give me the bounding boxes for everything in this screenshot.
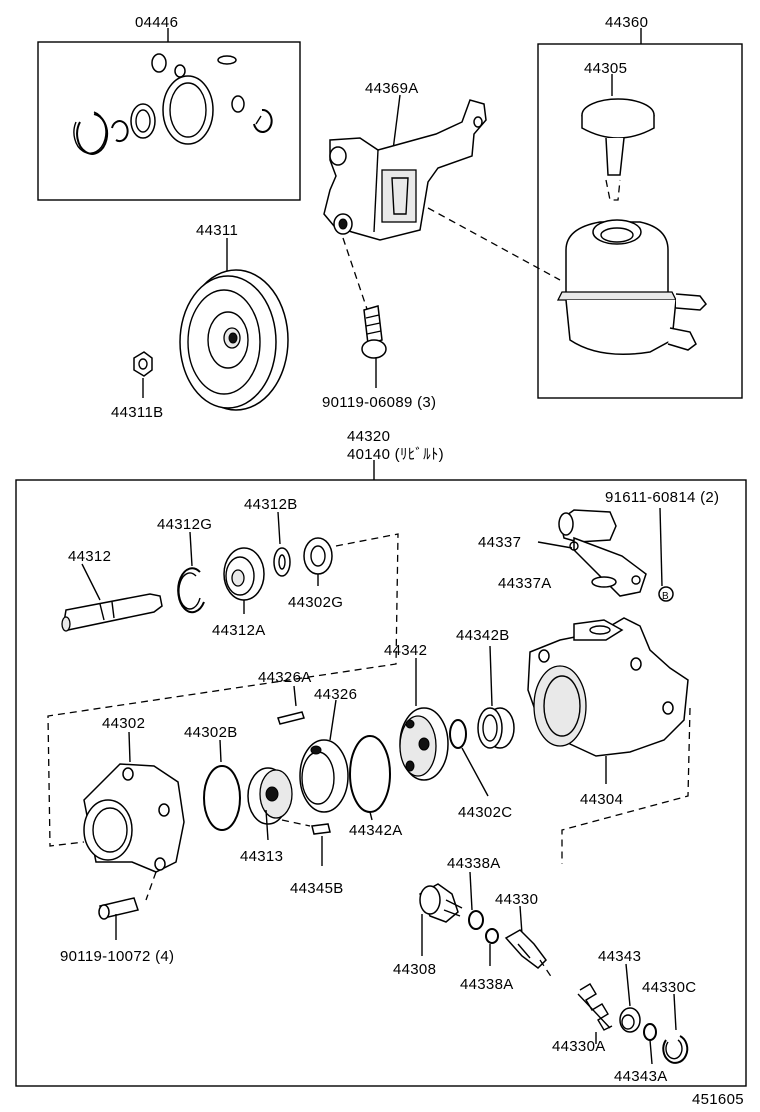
label-44330C: 44330C <box>642 979 696 996</box>
dash-bracket-bolt <box>342 237 369 313</box>
oring-44342A <box>349 735 391 821</box>
reservoir-44360 <box>556 28 707 356</box>
label-44311: 44311 <box>196 222 238 239</box>
label-91611-60814: 91611-60814 (2) <box>605 489 719 506</box>
frame-44360-reservoir <box>537 43 743 399</box>
label-90119-06089: 90119-06089 (3) <box>322 394 436 411</box>
label-44311B: 44311B <box>111 404 163 421</box>
label-44308: 44308 <box>393 961 436 978</box>
label-44343: 44343 <box>598 948 641 965</box>
label-44302B: 44302B <box>184 724 238 741</box>
bracket-44369A <box>323 94 487 241</box>
label-90119-10072: 90119-10072 (4) <box>60 948 174 965</box>
housing-44302 <box>83 731 185 901</box>
bolt-90119-10072 <box>98 897 139 940</box>
oring-44302C <box>449 719 489 797</box>
label-44326A: 44326A <box>258 669 312 686</box>
valve-group <box>419 871 689 1065</box>
plate-44342 <box>399 658 449 781</box>
label-40140: 40140 (ﾘﾋﾞﾙﾄ) <box>347 446 444 463</box>
frame-04446-kit <box>37 41 301 201</box>
label-44304: 44304 <box>580 791 623 808</box>
label-44313: 44313 <box>240 848 283 865</box>
bolt-90119-06089 <box>361 305 387 388</box>
label-44302C: 44302C <box>458 804 512 821</box>
label-44320: 44320 <box>347 428 390 445</box>
label-44305: 44305 <box>584 60 627 77</box>
label-44345B: 44345B <box>290 880 344 897</box>
label-44312B: 44312B <box>244 496 298 513</box>
pulley-44311 <box>179 238 289 411</box>
pin-44326A <box>277 685 305 725</box>
label-44338A-top: 44338A <box>447 855 501 872</box>
camring-44326 <box>299 699 349 813</box>
nut-44311B <box>133 351 153 398</box>
label-44369A: 44369A <box>365 80 419 97</box>
label-44360: 44360 <box>605 14 648 31</box>
label-44337: 44337 <box>478 534 521 551</box>
bolt-marker-B: B <box>662 591 669 602</box>
oring-44302B <box>203 739 241 831</box>
frame-44320-pump <box>15 479 747 1087</box>
label-44330A: 44330A <box>552 1038 606 1055</box>
shaft-group <box>47 511 399 847</box>
label-44302: 44302 <box>102 715 145 732</box>
sleeve-44342B <box>477 645 515 749</box>
label-44337A: 44337A <box>498 575 552 592</box>
label-451605: 451605 <box>692 1091 744 1108</box>
label-44338A-bottom: 44338A <box>460 976 514 993</box>
label-44343A: 44343A <box>614 1068 668 1085</box>
label-44312G: 44312G <box>157 516 212 533</box>
label-44342A: 44342A <box>349 822 403 839</box>
kit-04446-parts <box>73 28 273 155</box>
vane-44345B <box>281 819 331 866</box>
label-04446: 04446 <box>135 14 178 31</box>
label-44342: 44342 <box>384 642 427 659</box>
dash-bracket-reservoir <box>427 207 561 281</box>
label-44302G: 44302G <box>288 594 343 611</box>
label-44326: 44326 <box>314 686 357 703</box>
label-44330: 44330 <box>495 891 538 908</box>
label-44342B: 44342B <box>456 627 510 644</box>
part-labels: 04446 44360 44305 44369A 44311 44311B 90… <box>60 14 744 1108</box>
fitting-44337 <box>537 507 674 602</box>
body-44304 <box>527 617 691 864</box>
label-44312: 44312 <box>68 548 111 565</box>
rotor-44313 <box>247 767 293 841</box>
label-44312A: 44312A <box>212 622 266 639</box>
